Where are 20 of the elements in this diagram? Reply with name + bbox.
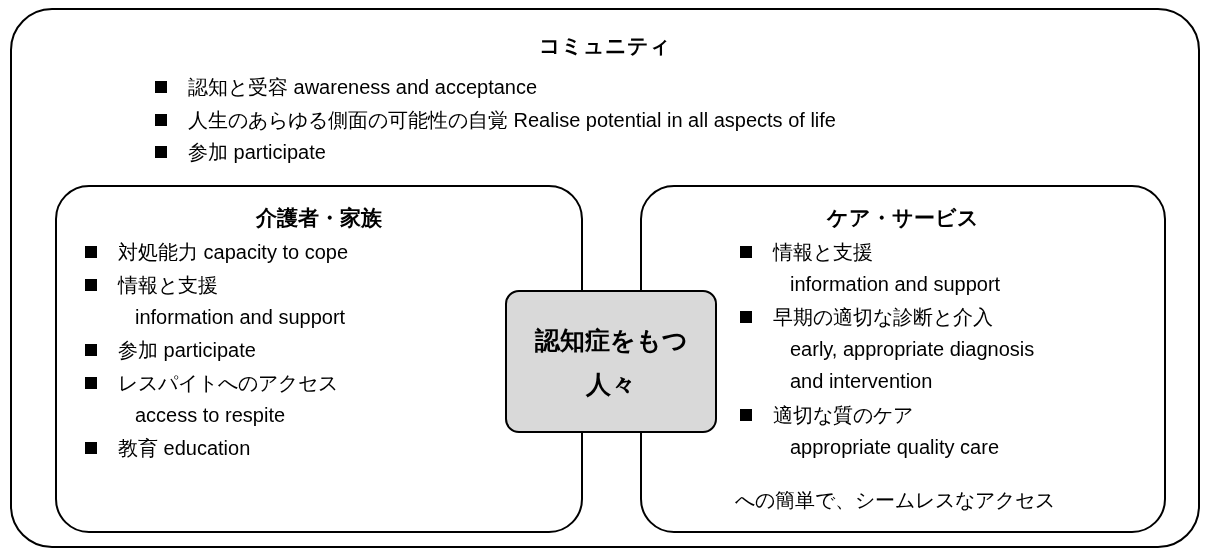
group-box: [640, 185, 1166, 533]
center-label: 認知症をもつ人々: [533, 325, 689, 400]
list-item: 情報と支援 information and support: [773, 240, 1001, 297]
box-heading: ケア・サービス: [826, 205, 980, 231]
footer-text: への簡単で、シームレスなアクセス: [735, 488, 1055, 512]
group-box: [55, 185, 583, 533]
center-box: [505, 290, 717, 433]
list-item: 参加 participate: [188, 140, 326, 164]
list-item: レスパイトへのアクセス access to respite: [118, 371, 338, 428]
list-item: 参加 participate: [118, 338, 256, 362]
group-box: [10, 8, 1200, 548]
box-heading: コミュニティ: [538, 33, 672, 59]
box-heading: 介護者・家族: [255, 205, 383, 231]
list-item: 認知と受容 awareness and acceptance: [188, 75, 538, 99]
list-item: 対処能力 capacity to cope: [118, 240, 349, 264]
list-item: 教育 education: [118, 436, 251, 460]
list-item: 情報と支援 information and support: [118, 273, 346, 330]
list-item: 適切な質のケア appropriate quality care: [773, 403, 999, 460]
list-item: 人生のあらゆる側面の可能性の自覚 Realise potential in all aspects of life: [188, 108, 836, 132]
list-item: 早期の適切な診断と介入 early, appropriate diagnosis and intervention: [773, 305, 1035, 394]
